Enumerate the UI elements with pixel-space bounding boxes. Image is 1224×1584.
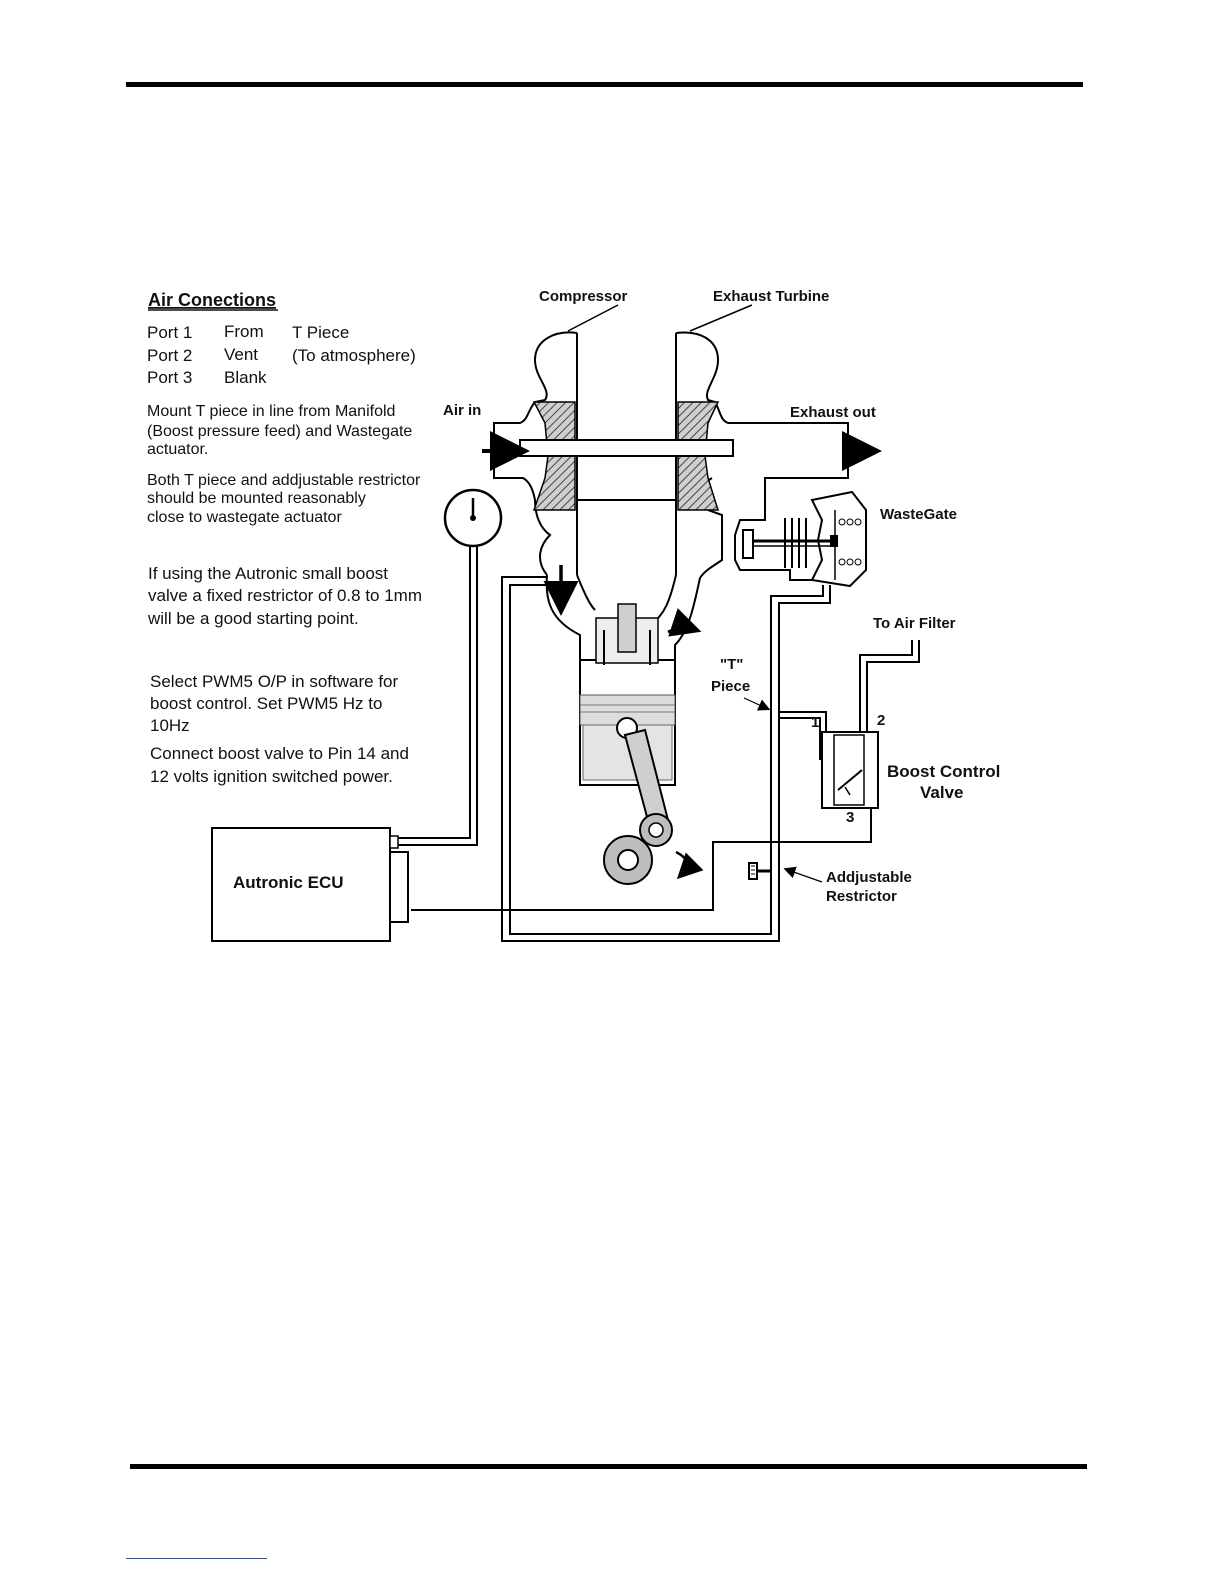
port-1-kind: From (224, 322, 264, 341)
wastegate-actuator (734, 490, 867, 588)
boost-valve-label-line-2: Valve (920, 783, 964, 802)
connect-note: Connect boost valve to Pin 14 and 12 vol… (150, 744, 409, 786)
port-2-detail: (To atmosphere) (292, 346, 416, 365)
turbocharger (493, 331, 849, 660)
restrictor-note-line-3: will be a good starting point. (147, 609, 359, 628)
select-note-line-2: boost control. Set PWM5 Hz to (150, 694, 382, 713)
boost-control-valve (821, 731, 879, 809)
air-connections-heading: Air Conections (148, 290, 276, 310)
arrow-right-icon (667, 608, 702, 637)
bottom-rule (130, 1464, 1087, 1469)
mount-note-line-2: (Boost pressure feed) and Wastegate (147, 423, 412, 440)
restrictor-label-line-1: Addjustable (826, 869, 912, 886)
restrictor-knob-icon (748, 862, 772, 880)
exhaust-turbine-label: Exhaust Turbine (713, 288, 829, 305)
port-3-kind: Blank (224, 368, 267, 387)
both-note-line-2: should be mounted reasonably (147, 490, 366, 507)
port-3-label: Port 3 (147, 368, 192, 387)
mount-note-line-3: actuator. (147, 441, 208, 458)
port-2-label: Port 2 (147, 346, 192, 365)
top-rule (126, 82, 1083, 87)
mount-note-line-1: Mount T piece in line from Manifold (147, 403, 395, 420)
restrictor-note-line-1: If using the Autronic small boost (148, 564, 388, 583)
restrictor-label-line-2: Restrictor (826, 888, 897, 905)
port-1-number: 1 (811, 714, 819, 731)
port-1-detail: T Piece (292, 323, 349, 342)
both-note-line-1: Both T piece and addjustable restrictor (147, 472, 421, 489)
port-2-number: 2 (877, 712, 885, 729)
select-note: Select PWM5 O/P in software for boost co… (150, 672, 398, 735)
boost-gauge-icon (443, 488, 503, 548)
select-note-line-1: Select PWM5 O/P in software for (150, 672, 398, 691)
boost-lines (398, 546, 920, 942)
port-2-kind: Vent (224, 345, 258, 364)
rotation-arrow-icon (675, 850, 704, 880)
engine-cylinder (579, 603, 676, 885)
connect-note-line-2: 12 volts ignition switched power. (150, 767, 393, 786)
air-in-label: Air in (443, 402, 481, 419)
select-note-line-3: 10Hz (150, 716, 190, 735)
port-1-label: Port 1 (147, 323, 192, 342)
boost-valve-label-line-1: Boost Control (887, 762, 1000, 781)
restrictor-note: If using the Autronic small boost valve … (147, 564, 422, 628)
autronic-ecu (211, 827, 409, 942)
both-note: Both T piece and addjustable restrictor … (147, 472, 421, 526)
to-air-filter-label: To Air Filter (873, 615, 956, 632)
restrictor-note-line-2: valve a fixed restrictor of 0.8 to 1mm (148, 586, 422, 605)
exhaust-out-label: Exhaust out (790, 404, 876, 421)
both-note-line-3: close to wastegate actuator (147, 509, 342, 526)
wastegate-label: WasteGate (880, 506, 957, 523)
ecu-label: Autronic ECU (233, 873, 344, 892)
air-connections-block: Air Conections Port 1 From T Piece Port … (147, 290, 416, 387)
t-piece-label-line-2: Piece (711, 678, 750, 695)
t-piece-label-line-1: "T" (720, 656, 743, 673)
mount-note: Mount T piece in line from Manifold (Boo… (147, 403, 412, 458)
footnote-rule (126, 1558, 267, 1559)
port-3-number: 3 (846, 809, 854, 826)
compressor-label: Compressor (539, 288, 628, 305)
connect-note-line-1: Connect boost valve to Pin 14 and (150, 744, 409, 763)
